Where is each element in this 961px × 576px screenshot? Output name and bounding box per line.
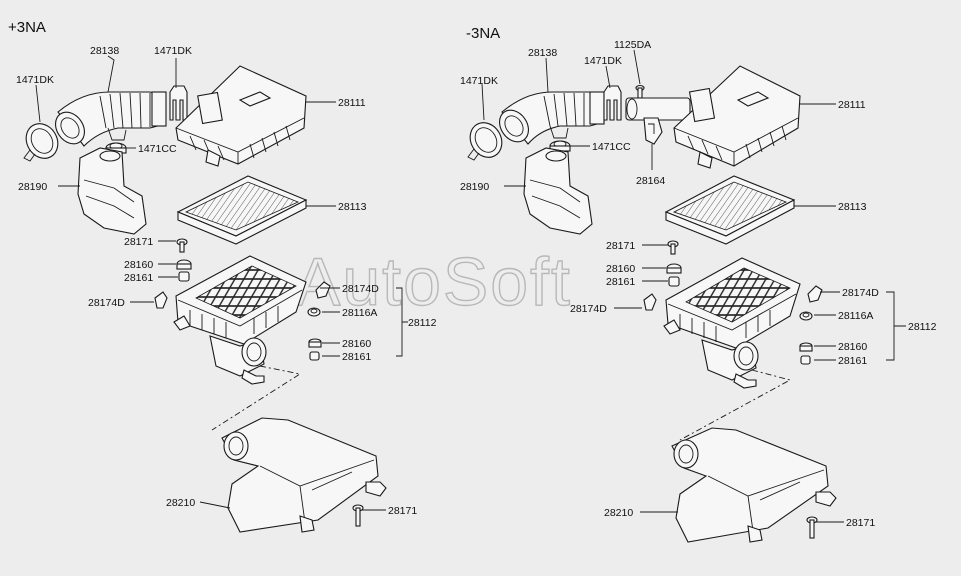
part-label: 28112 <box>908 321 937 333</box>
part-label: 28210 <box>604 507 633 519</box>
intake-hose-part <box>55 91 167 147</box>
part-label: 28160 <box>342 338 371 350</box>
air-duct-part <box>671 427 837 543</box>
part-label: 28160 <box>124 259 153 271</box>
part-label: 28161 <box>124 272 153 284</box>
air-cleaner-cover-part <box>175 65 307 167</box>
part-label: 28138 <box>90 45 119 57</box>
bolt-part <box>176 238 188 253</box>
part-label: 28174D <box>342 283 379 295</box>
resonator-part <box>77 147 147 235</box>
variant-plus-3na: +3NA <box>8 19 437 533</box>
grommet-part <box>308 338 322 348</box>
air-cleaner-body-part <box>663 257 801 389</box>
clip-part <box>315 281 331 299</box>
grommet-part <box>799 311 813 321</box>
part-label: 28161 <box>606 276 635 288</box>
part-label: 28164 <box>636 175 665 187</box>
variant-minus-3na: -3NA <box>460 25 937 543</box>
part-label: 1471DK <box>154 45 192 57</box>
collar-part <box>309 351 320 361</box>
part-label: 28190 <box>18 181 47 193</box>
part-label: 1471CC <box>138 143 177 155</box>
part-label: 1471DK <box>16 74 54 86</box>
part-label: 1125DA <box>614 39 651 51</box>
intake-hose-part <box>499 91 605 145</box>
leader-lines <box>35 55 408 511</box>
part-label: 1471DK <box>584 55 622 67</box>
part-label: 28138 <box>528 47 557 59</box>
clip-part <box>154 291 168 309</box>
air-filter-part <box>664 175 796 245</box>
grommet-part <box>176 259 192 270</box>
part-label: 1471DK <box>460 75 498 87</box>
part-label: 28112 <box>408 317 437 329</box>
part-label: 28171 <box>606 240 635 252</box>
part-label: 28171 <box>846 517 875 529</box>
leader-lines <box>481 49 906 523</box>
part-label: 28160 <box>838 341 867 353</box>
part-label: 28160 <box>606 263 635 275</box>
collar-part <box>178 271 190 282</box>
bolt-part <box>667 240 679 255</box>
part-label: 28161 <box>342 351 371 363</box>
part-label: 1471CC <box>592 141 631 153</box>
part-label: 28171 <box>124 236 153 248</box>
part-label: 28113 <box>838 201 867 213</box>
clip-part <box>807 285 823 303</box>
hose-clamp-part <box>23 123 59 162</box>
bolt-part <box>635 84 645 99</box>
part-label: 28174D <box>88 297 125 309</box>
part-label: 28174D <box>570 303 607 315</box>
part-label: 28190 <box>460 181 489 193</box>
air-filter-part <box>176 175 308 245</box>
hose-clamp-part <box>467 122 503 161</box>
watermark-text: AutoSoft <box>295 244 572 320</box>
collar-part <box>800 355 811 365</box>
part-label: 28210 <box>166 497 195 509</box>
part-label: 28171 <box>388 505 417 517</box>
air-flow-sensor-part <box>625 97 691 145</box>
part-label: 28174D <box>842 287 879 299</box>
air-cleaner-body-part <box>173 255 307 385</box>
grommet-part <box>307 307 321 317</box>
variant-header: +3NA <box>8 19 46 36</box>
part-label: 28113 <box>338 201 367 213</box>
grommet-part <box>666 263 682 274</box>
grommet-part <box>799 342 813 352</box>
part-label: 28116A <box>342 307 377 319</box>
part-label: 28111 <box>338 97 366 109</box>
bolt-part <box>806 516 818 539</box>
collar-part <box>668 276 680 287</box>
clip-part <box>643 293 657 311</box>
hose-clip-part <box>603 85 622 121</box>
hose-clip-part <box>169 85 188 121</box>
part-label: 28111 <box>838 99 866 111</box>
part-label: 28161 <box>838 355 867 367</box>
bolt-part <box>352 504 364 527</box>
air-cleaner-cover-part <box>673 65 801 169</box>
variant-header: -3NA <box>466 25 500 42</box>
resonator-part <box>523 147 593 235</box>
air-duct-part <box>221 417 387 533</box>
part-label: 28116A <box>838 310 873 322</box>
